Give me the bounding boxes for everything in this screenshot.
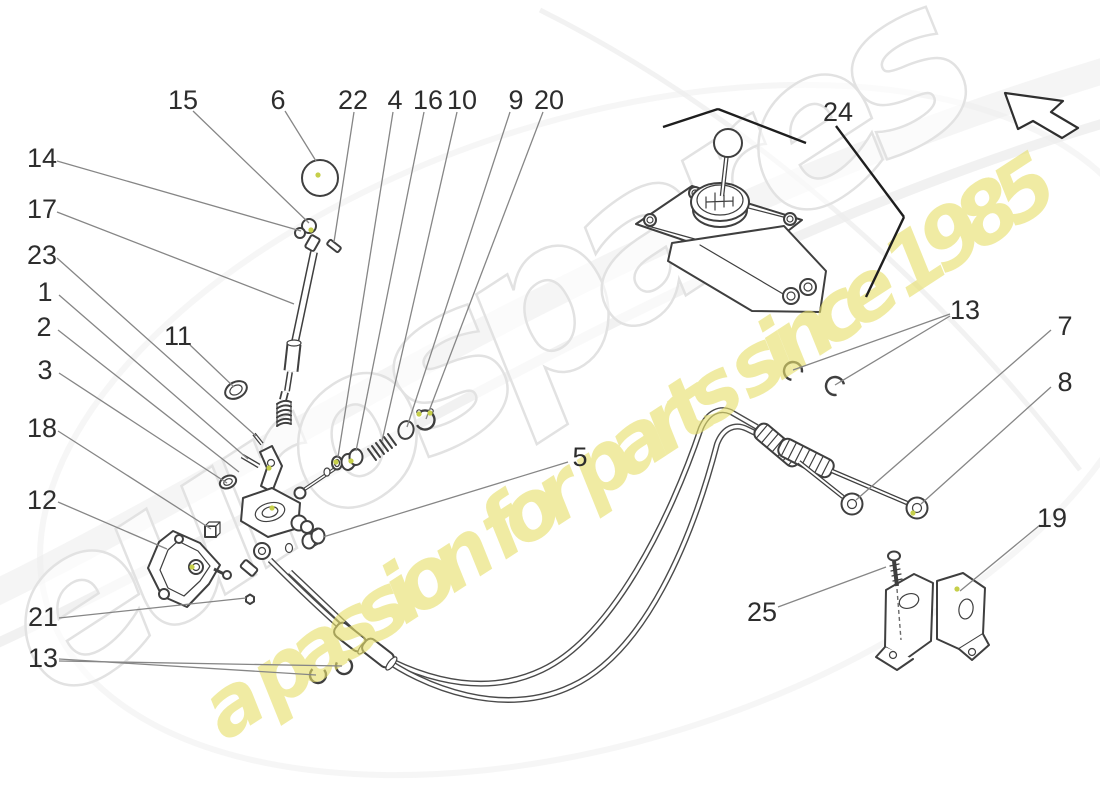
callout-21[interactable]: 21: [28, 602, 58, 632]
leader-line-24: [864, 216, 906, 298]
leader-line-13: [792, 313, 951, 371]
highlight-dot: [427, 410, 433, 416]
part-ball-pin: [293, 466, 337, 500]
highlight-dot: [954, 586, 960, 592]
leader-line-4: [337, 111, 394, 458]
leader-line-8: [920, 386, 1052, 505]
part-bush-16: [340, 448, 364, 471]
highlight-dot: [269, 505, 275, 511]
leader-line-24: [835, 125, 905, 218]
leader-line-18: [57, 430, 212, 530]
leader-line-15: [192, 110, 310, 224]
leader-line-13: [58, 660, 343, 667]
highlight-dot: [910, 510, 916, 516]
leader-line-23: [56, 257, 257, 437]
callout-20[interactable]: 20: [534, 85, 564, 115]
callout-15[interactable]: 15: [168, 85, 198, 115]
leader-line-13: [834, 315, 951, 386]
leader-line-12: [57, 501, 168, 550]
part-clip-13-b: [334, 656, 354, 676]
leader-line-11: [189, 344, 235, 388]
part-bracket-12: [147, 530, 232, 608]
callout-5[interactable]: 5: [572, 442, 587, 472]
callout-12[interactable]: 12: [27, 485, 57, 515]
callout-18[interactable]: 18: [27, 413, 57, 443]
highlight-dot: [308, 227, 314, 233]
highlight-dot: [315, 172, 321, 178]
leader-line-16: [355, 111, 425, 452]
leader-line-9: [406, 111, 511, 428]
leader-line-2: [57, 329, 240, 473]
leader-line-19: [959, 524, 1041, 592]
part-shift-unit-24: [635, 128, 827, 313]
leader-line-24: [717, 107, 807, 145]
highlight-dot: [189, 564, 195, 570]
leader-line-20: [425, 111, 544, 420]
callout-9[interactable]: 9: [508, 85, 523, 115]
callout-8[interactable]: 8: [1057, 367, 1072, 397]
leader-line-6: [284, 110, 317, 162]
leader-line-21: [58, 597, 247, 619]
callout-7[interactable]: 7: [1057, 311, 1072, 341]
callout-10[interactable]: 10: [447, 85, 477, 115]
part-spring-main: [276, 399, 292, 427]
part-screw-25: [887, 550, 903, 641]
callout-23[interactable]: 23: [27, 240, 57, 270]
callout-2[interactable]: 2: [36, 312, 51, 342]
callout-6[interactable]: 6: [270, 85, 285, 115]
callout-3[interactable]: 3: [37, 355, 52, 385]
callout-1[interactable]: 1: [37, 277, 52, 307]
part-knob-blank: [301, 159, 339, 197]
callout-11[interactable]: 11: [164, 321, 192, 351]
part-spring-10: [367, 433, 397, 461]
leader-line-24: [662, 107, 719, 129]
highlight-dot: [416, 411, 422, 417]
callout-13[interactable]: 13: [950, 295, 980, 325]
callout-14[interactable]: 14: [27, 143, 57, 173]
callout-13[interactable]: 13: [28, 643, 58, 673]
callout-16[interactable]: 16: [413, 85, 443, 115]
part-selector-rod: [279, 251, 318, 401]
highlight-dot: [348, 458, 354, 464]
callout-4[interactable]: 4: [387, 85, 402, 115]
callout-22[interactable]: 22: [338, 85, 368, 115]
callout-25[interactable]: 25: [747, 597, 777, 627]
part-bushing-5: [284, 527, 326, 554]
leader-line-14: [56, 160, 302, 232]
leader-line-22: [333, 111, 355, 243]
part-cable-damper-2: [361, 637, 398, 671]
part-clip-13-d: [824, 375, 846, 397]
leader-line-7: [855, 329, 1052, 501]
callout-19[interactable]: 19: [1037, 503, 1067, 533]
part-cube-18: [204, 521, 221, 538]
part-boot-2: [777, 437, 835, 479]
parts-artwork: [147, 128, 990, 703]
leader-line-5: [322, 461, 569, 538]
direction-arrow-icon: [1003, 91, 1080, 140]
part-nut-21: [245, 593, 255, 605]
leader-line-10: [381, 111, 458, 442]
callout-17[interactable]: 17: [27, 194, 57, 224]
highlight-dot: [266, 465, 272, 471]
part-cable-anchor: [239, 542, 271, 577]
leader-line-3: [58, 372, 228, 484]
part-pin-22: [326, 238, 342, 254]
part-clip-13-a: [308, 665, 328, 685]
part-clamp-3: [218, 474, 238, 490]
part-bracket-19: [875, 572, 990, 671]
part-ring-11: [224, 380, 248, 400]
leader-line-17: [56, 211, 295, 305]
part-pin-1: [240, 453, 261, 469]
highlight-dot: [333, 459, 339, 465]
leader-line-25: [777, 566, 887, 608]
part-selector-housing: [240, 487, 314, 538]
callout-24[interactable]: 24: [823, 97, 853, 127]
leader-line-1: [58, 294, 249, 460]
